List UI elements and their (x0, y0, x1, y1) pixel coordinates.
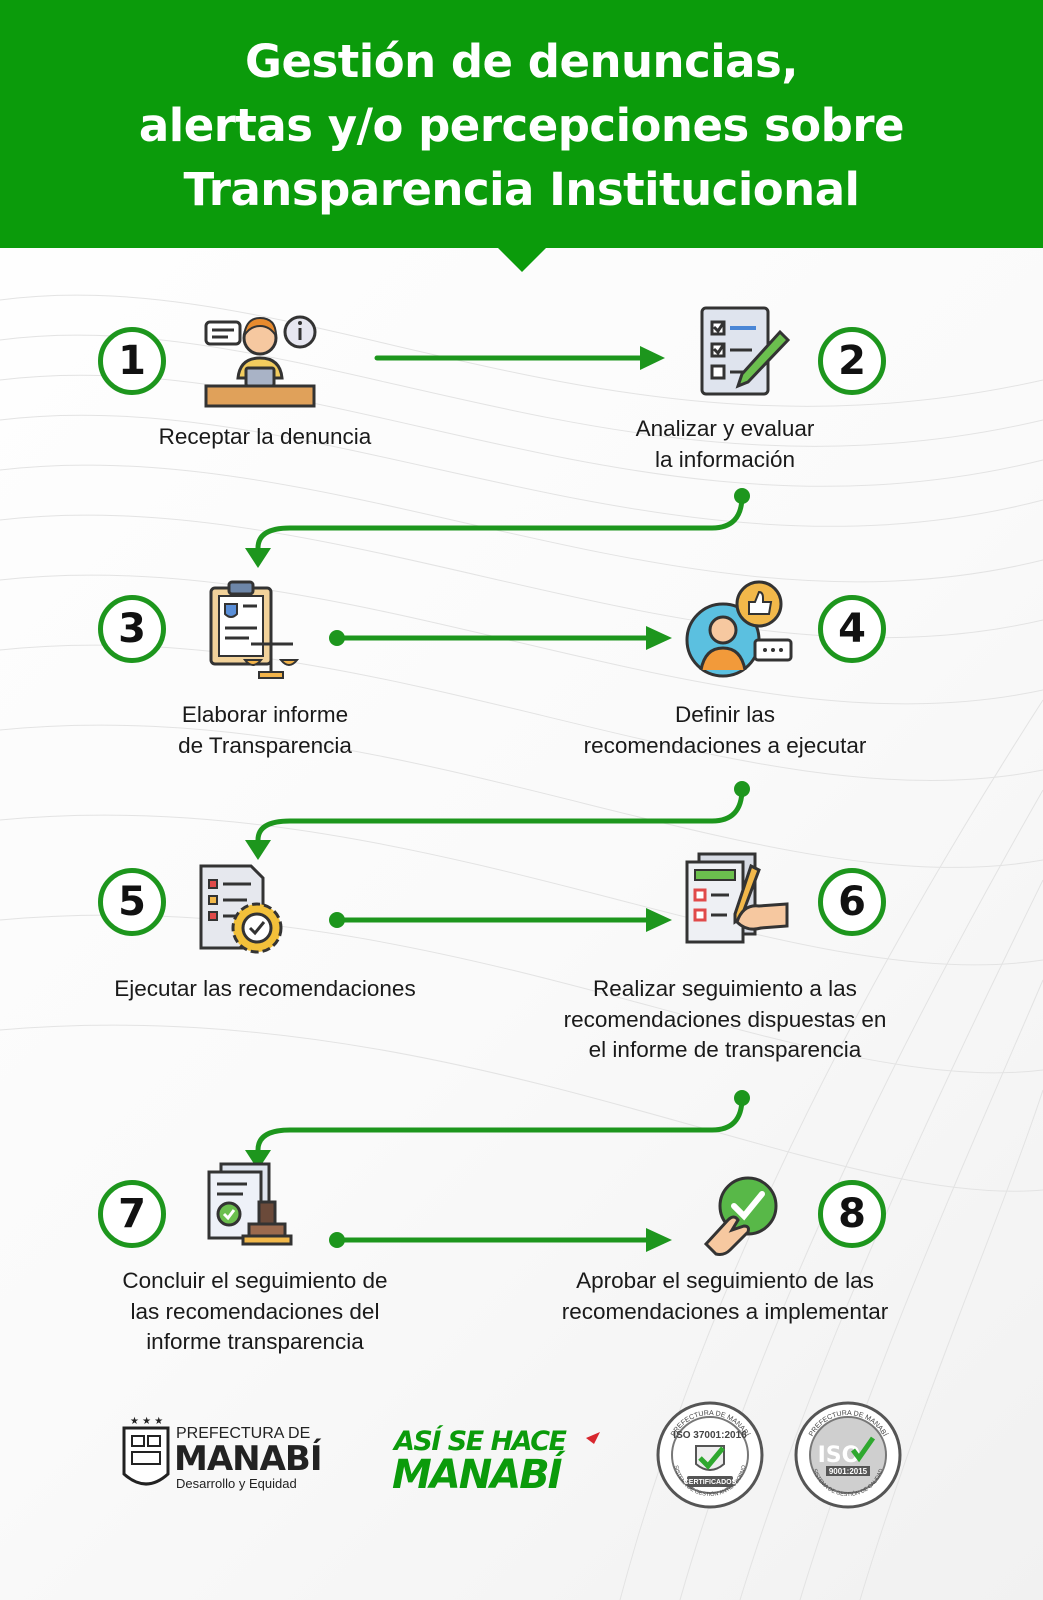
prefectura-line2: MANABÍ (174, 1438, 322, 1479)
step-number-7: 7 (98, 1180, 166, 1248)
slogan-line2: MANABÍ (392, 1450, 566, 1494)
iso-37001-seal: PREFECTURA DE MANABÍ SISTEMA DE GESTIÓN … (656, 1401, 764, 1509)
title-line: Transparencia Institucional (183, 163, 860, 216)
arrowhead (640, 346, 665, 370)
step-label-2: Analizar y evaluar la información (635, 416, 815, 472)
step-number-2: 2 (818, 327, 886, 395)
prefectura-line1: PREFECTURA DE (176, 1425, 310, 1442)
arrow-4-to-5 (255, 786, 745, 843)
checklist-hand-icon (685, 852, 789, 944)
checklist-pencil-icon (700, 306, 791, 396)
asi-se-hace-manabi-logo: ASÍ SE HACE MANABÍ (392, 1425, 600, 1494)
document-gear-icon (199, 864, 283, 954)
arrowhead (245, 548, 271, 568)
iso37001-badge: CERTIFICADOS (684, 1479, 737, 1486)
connector-dot (329, 630, 345, 646)
step-label-5: Ejecutar las recomendaciones (114, 976, 416, 1001)
arrow-6-to-7 (255, 1095, 745, 1153)
check-icon (851, 1436, 876, 1463)
iso37001-standard: ISO 37001:2016 (673, 1430, 747, 1441)
prefectura-line3: Desarrollo y Equidad (176, 1476, 297, 1491)
iso-9001-seal: PREFECTURA DE MANABÍ SISTEMA DE GESTIÓN … (794, 1401, 902, 1509)
step-number-6: 6 (818, 868, 886, 936)
iso9001-standard: 9001:2015 (829, 1467, 868, 1476)
svg-text:★ ★ ★: ★ ★ ★ (130, 1416, 163, 1427)
arrow-2-to-3 (255, 493, 745, 551)
document-stamp-icon (207, 1162, 293, 1246)
accent-mark (586, 1432, 600, 1444)
step-number-1: 1 (98, 327, 166, 395)
step-label-4: Definir las recomendaciones a ejecutar (583, 702, 867, 758)
slogan-line1: ASÍ SE HACE (392, 1425, 568, 1457)
arrowhead (646, 1228, 672, 1252)
title-line: Gestión de denuncias, (245, 35, 798, 88)
iso9001-code: ISO (818, 1443, 861, 1468)
step-label-1: Receptar la denuncia (158, 424, 372, 449)
connector-dot (329, 1232, 345, 1248)
person-feedback-icon (685, 580, 793, 678)
check-shield-icon (695, 1445, 725, 1471)
customer-service-agent-icon (204, 315, 317, 408)
prefectura-manabi-logo: ★ ★ ★ PREFECTURA DE MANABÍ Desarrollo y … (122, 1416, 323, 1491)
step-label-6: Realizar seguimiento a las recomendacion… (563, 976, 887, 1062)
step-number-3: 3 (98, 595, 166, 663)
step-number-4: 4 (818, 595, 886, 663)
arrowhead (646, 908, 672, 932)
approval-hand-icon (703, 1176, 778, 1256)
clipboard-scale-icon (209, 580, 300, 679)
arrowhead (245, 1150, 271, 1170)
header-banner: Gestión de denuncias, alertas y/o percep… (0, 0, 1043, 248)
arrowhead (646, 626, 672, 650)
title-line: alertas y/o percepciones sobre (138, 99, 905, 152)
connector-dot (734, 781, 750, 797)
step-label-7: Concluir el seguimiento de las recomenda… (122, 1268, 388, 1354)
step-label-8: Aprobar el seguimiento de las recomendac… (561, 1268, 889, 1324)
page-title: Gestión de denuncias, alertas y/o percep… (0, 30, 1043, 222)
connector-dot (329, 912, 345, 928)
header-pointer (496, 246, 548, 272)
step-number-8: 8 (818, 1180, 886, 1248)
arrowhead (245, 840, 271, 860)
step-number-5: 5 (98, 868, 166, 936)
connector-dot (734, 1090, 750, 1106)
connector-dot (734, 488, 750, 504)
prefectura-crest-icon: ★ ★ ★ (122, 1416, 170, 1486)
step-label-3: Elaborar informe de Transparencia (178, 702, 352, 758)
